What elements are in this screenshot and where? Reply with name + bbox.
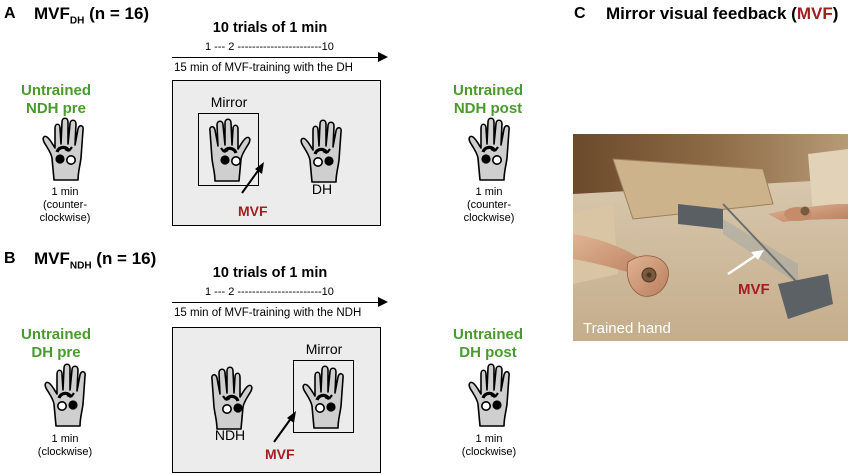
mvf-label-b: MVF — [265, 446, 295, 462]
panel-label-b: B — [4, 250, 16, 267]
panel-b-title: MVFNDH (n = 16) — [34, 249, 157, 272]
training-label-a: 15 min of MVF-training with the DH — [174, 62, 353, 74]
mvf-arrow-b-icon — [273, 411, 296, 443]
mvf-label-a: MVF — [238, 203, 268, 219]
training-box-b — [172, 327, 381, 473]
hand-label-a: DH — [311, 181, 333, 197]
hand-label-b: NDH — [214, 427, 246, 443]
mirror-label-b: Mirror — [305, 341, 343, 357]
mirrored-hand-b-icon — [301, 364, 345, 430]
pre-caption-b: 1 min(clockwise) — [37, 433, 93, 458]
panel-label-c: C — [574, 5, 586, 22]
training-label-b: 15 min of MVF-training with the NDH — [174, 307, 362, 319]
mirror-label-a: Mirror — [210, 94, 248, 110]
panel-c-title: Mirror visual feedback (MVF) — [606, 4, 839, 23]
hand-post-a-icon — [467, 116, 511, 182]
mirror-frame-b — [293, 360, 354, 433]
arrowhead-icon — [378, 52, 388, 62]
mvf-photo: MVF Trained hand — [573, 134, 848, 341]
hand-dh-a-icon — [299, 118, 343, 184]
trained-hand-label: Trained hand — [583, 320, 671, 337]
timeline-arrow-b — [172, 302, 380, 303]
post-caption-b: 1 min(clockwise) — [461, 433, 517, 458]
post-caption-a: 1 min(counter-clockwise) — [463, 186, 515, 224]
panel-a-title: MVFDH (n = 16) — [34, 4, 150, 27]
hand-post-b-icon — [467, 362, 511, 428]
arrowhead-icon — [378, 297, 388, 307]
trials-label-b: 10 trials of 1 min — [212, 265, 328, 281]
hand-pre-b-icon — [43, 362, 87, 428]
panel-label-a: A — [4, 5, 16, 22]
pre-caption-a: 1 min(counter-clockwise) — [39, 186, 91, 224]
trial-ticks-a: 1 --- 2 -----------------------10 — [205, 41, 334, 53]
hand-pre-a-icon — [41, 116, 85, 182]
trial-ticks-b: 1 --- 2 -----------------------10 — [205, 286, 334, 298]
timeline-arrow-a — [172, 57, 380, 58]
photo-mvf-label: MVF — [738, 281, 770, 298]
mirror-frame-a — [198, 113, 259, 186]
training-box-a — [172, 80, 381, 226]
hand-ndh-b-icon — [210, 365, 254, 431]
trials-label-a: 10 trials of 1 min — [212, 20, 328, 36]
mvf-arrow-a-icon — [241, 162, 264, 194]
